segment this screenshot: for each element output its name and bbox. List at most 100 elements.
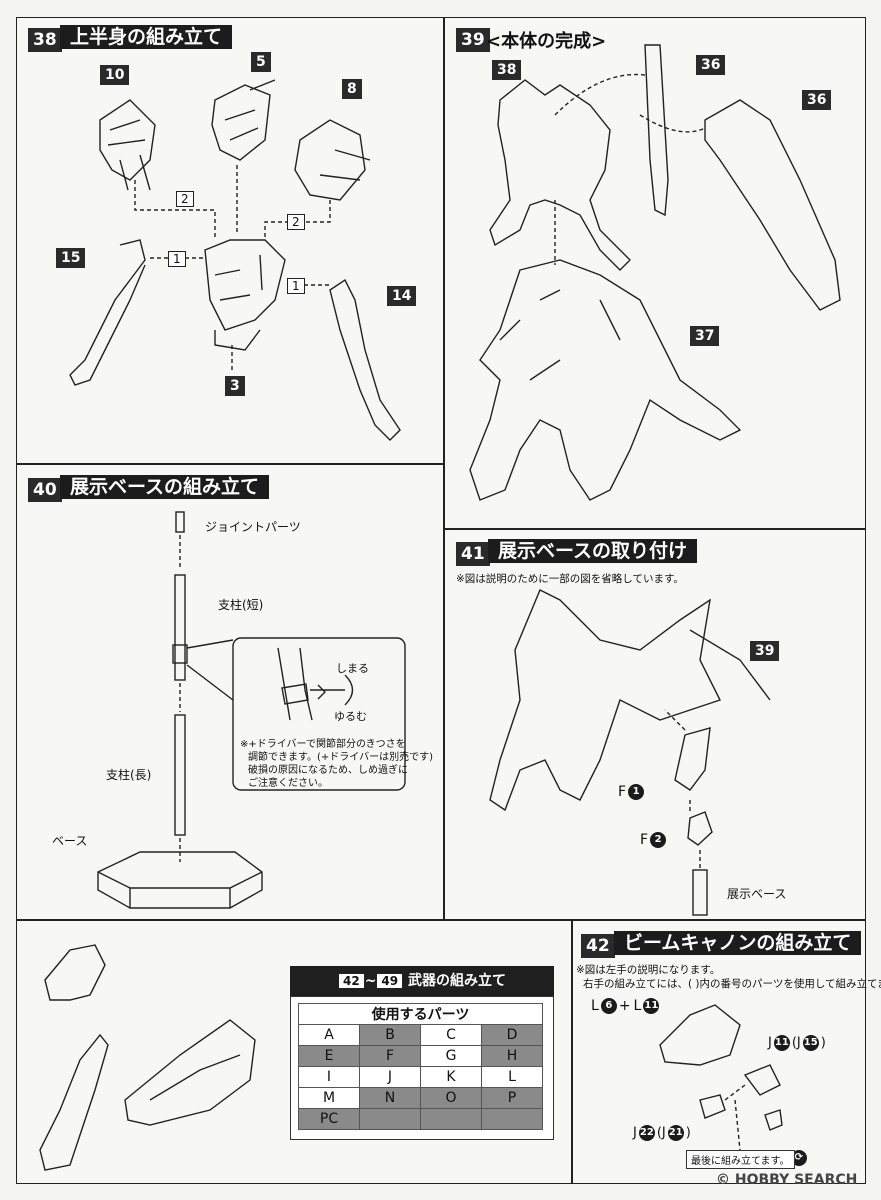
part-3-drawing	[204, 239, 286, 331]
order-box-2-left: 2	[176, 191, 194, 207]
order-box-2-right: 2	[287, 214, 305, 230]
step-number-38: 38	[28, 28, 62, 52]
f2-number: 2	[650, 832, 667, 848]
table-cell: C	[420, 1024, 482, 1046]
loosen-label: ゆるむ	[334, 710, 367, 723]
j11-number: 11	[773, 1035, 790, 1051]
table-row: E F G H	[298, 1045, 543, 1067]
l11-letter: L	[633, 998, 642, 1014]
tighten-label: しまる	[336, 662, 369, 675]
table-cell: D	[481, 1024, 543, 1046]
part-10-drawing	[99, 99, 156, 181]
long-pillar-label: 支柱(長)	[106, 768, 152, 782]
table-cell: H	[481, 1045, 543, 1067]
j21-letter: J	[661, 1125, 666, 1141]
beam-cannon-drawing	[124, 1019, 256, 1126]
step-number-39: 39	[456, 28, 490, 52]
part-i20-drawing	[764, 1109, 783, 1131]
base-label: ベース	[52, 834, 88, 848]
copyright-icon: ©	[716, 1172, 730, 1188]
step-number-40: 40	[28, 478, 62, 502]
panel-step-42	[572, 920, 866, 1184]
driver-note-line-1: ※+ドライバーで関節部分のきつさを	[240, 739, 406, 750]
part-callout-14: 14	[387, 286, 417, 306]
driver-note-line-2: 調節できます。(+ドライバーは別売です)	[248, 752, 433, 763]
table-cell: B	[359, 1024, 421, 1046]
hobby-search-watermark: © HOBBY SEARCH	[716, 1172, 857, 1188]
plus-sign: +	[618, 998, 631, 1014]
j22-number: 22	[638, 1125, 655, 1141]
part-38-body-drawing	[489, 79, 631, 271]
part-36-rod-drawing	[644, 44, 669, 217]
table-row: PC	[298, 1108, 543, 1130]
step-42-note-1: ※図は左手の説明になります。	[576, 964, 721, 976]
part-callout-5: 5	[251, 52, 271, 72]
part-callout-15: 15	[56, 248, 86, 268]
part-j11-drawing	[743, 1064, 781, 1096]
step-number-41: 41	[456, 542, 490, 566]
part-callout-36-rod: 36	[696, 55, 726, 75]
step-41-note: ※図は説明のために一部の図を省略しています。	[456, 573, 684, 585]
f1-letter: F	[618, 784, 627, 800]
weapons-header: 42~49 武器の組み立て	[290, 966, 554, 996]
weapons-range-tilde: ~	[364, 973, 377, 989]
part-callout-37: 37	[690, 326, 720, 346]
part-callout-10: 10	[100, 65, 130, 85]
table-cell: K	[420, 1066, 482, 1088]
part-36-wing-drawing	[704, 99, 841, 311]
table-cell: A	[298, 1024, 360, 1046]
base-drawing	[97, 851, 263, 909]
panel-step-39	[444, 17, 866, 529]
l6-number: 6	[600, 998, 617, 1014]
j15-number: 15	[802, 1035, 819, 1051]
table-cell	[359, 1108, 421, 1130]
j21-number: 21	[667, 1125, 684, 1141]
parts-table: 使用するパーツ A B C D E F G H I J K L M N O P …	[298, 1003, 543, 1130]
display-base-label: 展示ベース	[727, 887, 787, 901]
short-pillar-label: 支柱(短)	[218, 598, 264, 612]
joint-parts-label: ジョイントパーツ	[205, 520, 301, 534]
j15-letter: J	[796, 1035, 801, 1051]
driver-note-line-3: 破損の原因になるため、しめ過ぎに	[248, 765, 408, 776]
step-42-note-2: 右手の組み立てには、( )内の番号のパーツを使用して組み立てます。	[583, 978, 881, 990]
brand-text: HOBBY SEARCH	[734, 1172, 858, 1188]
part-37-lower-drawing	[469, 259, 742, 501]
step-title-42: ビームキャノンの組み立て	[614, 931, 862, 955]
table-cell: E	[298, 1045, 360, 1067]
table-row: I J K L	[298, 1066, 543, 1088]
j22-letter: J	[633, 1125, 637, 1141]
table-cell	[420, 1108, 482, 1130]
table-row: A B C D	[298, 1024, 543, 1046]
f1-number: 1	[628, 784, 645, 800]
order-box-1-left: 1	[168, 251, 186, 267]
part-callout-3: 3	[225, 376, 245, 396]
table-cell	[481, 1108, 543, 1130]
step-41-body-drawing	[489, 589, 721, 812]
part-callout-8: 8	[342, 79, 362, 99]
panel-step-41	[444, 529, 866, 920]
table-cell: P	[481, 1087, 543, 1109]
sticker-icon: ⟳	[790, 1150, 807, 1166]
weapon-blade-drawing	[39, 1033, 109, 1171]
l11-number: 11	[643, 998, 660, 1014]
part-l6-l11-drawing	[659, 1004, 741, 1066]
weapons-title: 武器の組み立て	[408, 973, 506, 989]
table-cell: M	[298, 1087, 360, 1109]
table-cell: I	[298, 1066, 360, 1088]
step-number-42: 42	[581, 934, 615, 958]
part-callout-38: 38	[492, 60, 522, 80]
table-row: M N O P	[298, 1087, 543, 1109]
table-cell: F	[359, 1045, 421, 1067]
assemble-last-note: 最後に組み立てます。	[686, 1150, 795, 1169]
part-callout-36-wing: 36	[802, 90, 832, 110]
j11-letter: J	[768, 1035, 772, 1051]
table-cell: N	[359, 1087, 421, 1109]
step-title-40: 展示ベースの組み立て	[60, 475, 270, 499]
